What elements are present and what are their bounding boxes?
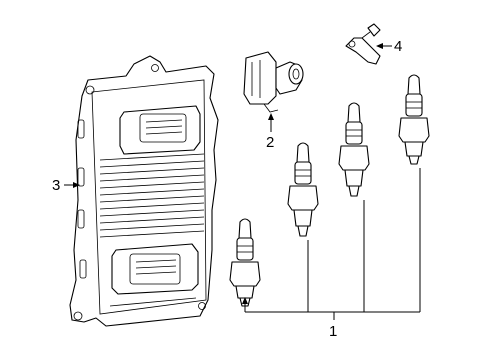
callout-1: 1 [329,323,337,340]
plug-2 [287,142,319,237]
callout-3: 3 [52,177,60,194]
callout-2: 2 [266,134,274,151]
position-sensor [243,51,304,113]
callout-4: 4 [394,38,402,55]
cooling-fins [99,153,205,238]
engine-control-module [69,55,219,327]
small-sensor [345,23,381,65]
leader-lines [64,43,421,320]
plug-1 [229,218,261,307]
plug-4 [398,74,430,165]
plug-3 [338,102,370,197]
